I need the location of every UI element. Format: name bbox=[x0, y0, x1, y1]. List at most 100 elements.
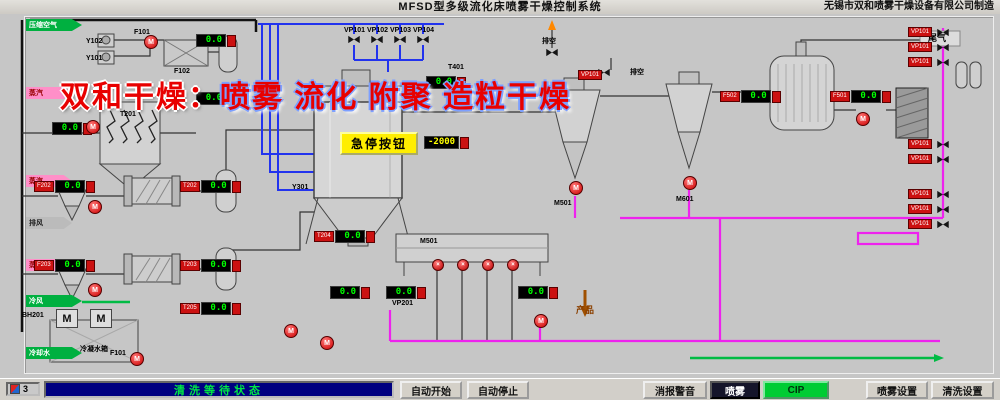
equipment bbox=[49, 20, 982, 363]
right-filter-1 bbox=[955, 61, 968, 89]
display-tag: F501 bbox=[830, 91, 850, 102]
flow-arrow-label: 冷却水 bbox=[26, 347, 82, 359]
display-value: 0.0 bbox=[196, 92, 226, 105]
valve-tag-label: VP104 bbox=[413, 27, 435, 34]
display-value: 0.0 bbox=[740, 90, 771, 103]
tag-chip: VP101 bbox=[908, 57, 933, 67]
rotary-valve-icon[interactable]: × bbox=[457, 259, 469, 271]
pump-icon[interactable]: M bbox=[144, 35, 158, 49]
display-tag: T205 bbox=[180, 303, 200, 314]
display-tag: T203 bbox=[180, 260, 200, 271]
value-display: 0.0 bbox=[196, 34, 236, 47]
tag-chip: VP101 bbox=[908, 154, 933, 164]
pump-icon[interactable]: M bbox=[88, 283, 102, 297]
button-喷雾[interactable]: 喷雾 bbox=[710, 381, 760, 399]
pump-icon[interactable]: M bbox=[88, 200, 102, 214]
tag-chip: VP101 bbox=[908, 204, 933, 214]
pump-icon[interactable]: M bbox=[534, 314, 548, 328]
display-value: 0.0 bbox=[518, 286, 548, 299]
display-unit-chip bbox=[361, 286, 370, 299]
display-unit-chip bbox=[85, 259, 95, 272]
green-flow-arrowhead bbox=[934, 354, 944, 362]
display-unit-chip bbox=[417, 286, 426, 299]
display-unit-chip bbox=[771, 90, 781, 103]
flow-arrow-label: 冷风 bbox=[26, 295, 82, 307]
process-diagram: 压缩空气蒸汽蒸汽排风蒸汽冷风冷却水VP101VP102VP103VP104Y10… bbox=[0, 14, 1000, 378]
pump-icon[interactable]: M bbox=[856, 112, 870, 126]
diagram-overlay: 压缩空气蒸汽蒸汽排风蒸汽冷风冷却水VP101VP102VP103VP104Y10… bbox=[0, 14, 1000, 378]
tag-chip: VP101 bbox=[908, 42, 933, 52]
fluid-bed bbox=[395, 233, 549, 276]
display-value: 0.0 bbox=[196, 34, 226, 47]
pump-icon[interactable]: M bbox=[569, 181, 583, 195]
status-panel: 清洗等待状态 bbox=[44, 381, 394, 398]
display-tag: T204 bbox=[314, 231, 334, 242]
display-unit-chip bbox=[457, 76, 466, 89]
tag-label: F101 bbox=[134, 29, 150, 36]
fan-y101 bbox=[97, 50, 115, 65]
page-icon bbox=[10, 384, 20, 394]
tag-label: 排空 bbox=[542, 38, 556, 45]
tag-label: Y101 bbox=[86, 55, 103, 62]
tag-chip: VP101 bbox=[908, 27, 933, 37]
button-喷雾设置[interactable]: 喷雾设置 bbox=[866, 381, 928, 399]
emergency-stop-button[interactable]: 急停按钮 bbox=[340, 132, 418, 155]
display-unit-chip bbox=[365, 230, 375, 243]
display-unit-chip bbox=[227, 92, 236, 105]
display-value: 0.0 bbox=[850, 90, 881, 103]
value-display: 0.0 bbox=[330, 286, 370, 299]
tag-chip: VP101 bbox=[578, 70, 603, 80]
pump-icon[interactable]: M bbox=[320, 336, 334, 350]
page-title: MFSD型多级流化床喷雾干燥控制系统 bbox=[398, 1, 602, 13]
status-text: 清洗等待状态 bbox=[174, 384, 264, 397]
display-value: 0.0 bbox=[334, 230, 365, 243]
display-unit-chip bbox=[881, 90, 891, 103]
value-display: -2000 bbox=[424, 136, 470, 149]
tag-label: T201 bbox=[120, 111, 136, 118]
display-unit-chip bbox=[227, 34, 236, 47]
button-自动停止[interactable]: 自动停止 bbox=[467, 381, 529, 399]
pump-icon[interactable]: M bbox=[86, 120, 100, 134]
display-value: 0.0 bbox=[200, 259, 231, 272]
diagram-frame bbox=[24, 16, 994, 374]
cyclone-m601 bbox=[665, 71, 713, 170]
display-tag: T202 bbox=[180, 181, 200, 192]
motor-icon: M bbox=[56, 309, 78, 328]
pump-icon[interactable]: M bbox=[683, 176, 697, 190]
button-自动开始[interactable]: 自动开始 bbox=[400, 381, 462, 399]
manufacturer-label: 无锡市双和喷雾干燥设备有限公司制造 bbox=[824, 1, 994, 12]
tag-label: 排空 bbox=[630, 69, 644, 76]
button-CIP[interactable]: CIP bbox=[763, 381, 829, 399]
rotary-valve-icon[interactable]: × bbox=[482, 259, 494, 271]
display-value: 0.0 bbox=[426, 76, 456, 89]
display-value: 0.0 bbox=[54, 180, 85, 193]
button-清洗设置[interactable]: 清洗设置 bbox=[931, 381, 994, 399]
display-value: -2000 bbox=[424, 136, 460, 149]
page-indicator: 3 bbox=[6, 382, 40, 396]
rotary-valve-icon[interactable]: × bbox=[432, 259, 444, 271]
tag-chip: VP101 bbox=[908, 139, 933, 149]
button-消报警音[interactable]: 消报警音 bbox=[643, 381, 707, 399]
display-value: 0.0 bbox=[330, 286, 360, 299]
heat-exchanger-f202 bbox=[123, 175, 181, 207]
rotary-valve-icon[interactable]: × bbox=[507, 259, 519, 271]
valve-tag-label: VP102 bbox=[367, 27, 389, 34]
electrostatic-filter bbox=[98, 101, 162, 185]
tag-label: F101 bbox=[110, 350, 126, 357]
display-value: 0.0 bbox=[200, 302, 231, 315]
flow-arrow-label: 压缩空气 bbox=[26, 19, 82, 31]
display-unit-chip bbox=[549, 286, 558, 299]
tag-chip: VP101 bbox=[908, 189, 933, 199]
pump-icon[interactable]: M bbox=[284, 324, 298, 338]
tag-label: F102 bbox=[174, 68, 190, 75]
pump-icon[interactable]: M bbox=[130, 352, 144, 366]
